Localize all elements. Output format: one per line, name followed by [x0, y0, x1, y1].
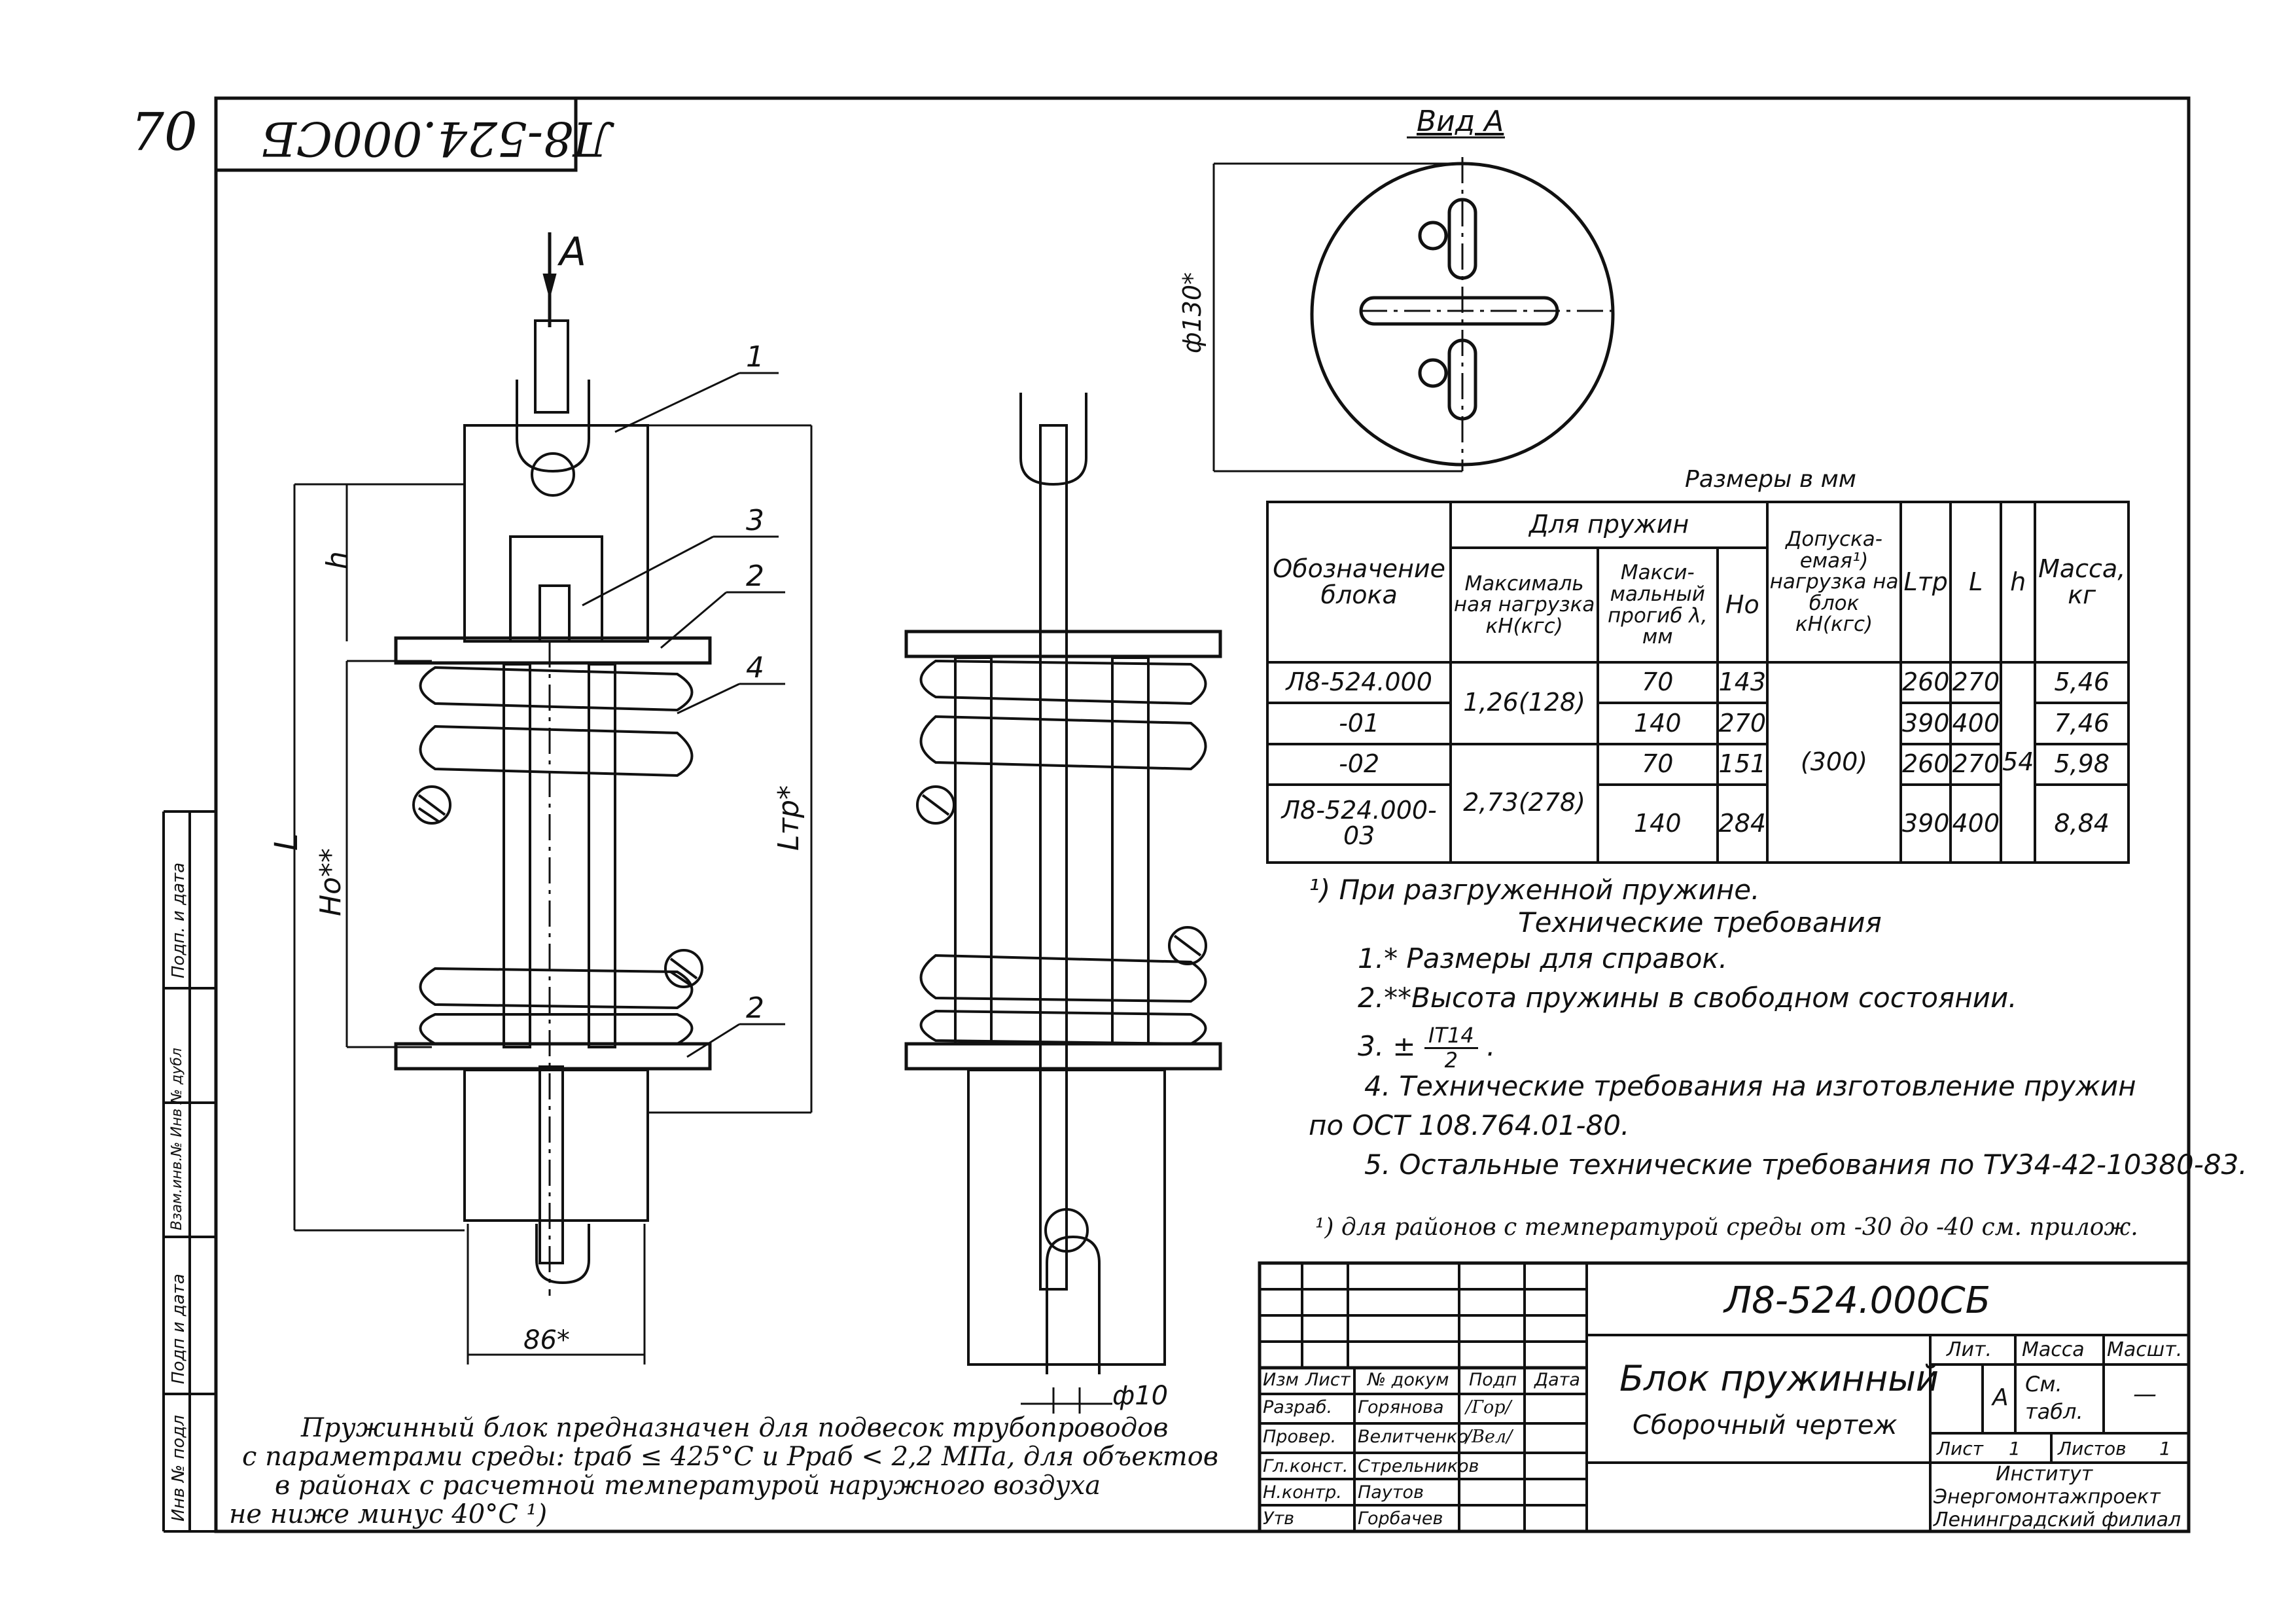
side-stamp-3: Взам.инв.№ Инв № дубл: [169, 1048, 185, 1230]
sheet-label: Лист: [1937, 1438, 1983, 1459]
role-row: Гл.конст.: [1263, 1456, 1349, 1476]
stamp-code: Л8-524.000СБ: [262, 111, 612, 166]
sheet-value: 1: [2009, 1438, 2021, 1459]
dim-h: h: [321, 551, 354, 569]
handwritten-note: ¹) для районов с температурой среды от -…: [1315, 1214, 2138, 1241]
sheets-label: Листов: [2058, 1438, 2127, 1459]
table-row: Л8-524.000 1,26(128) 70 143 (300) 260 27…: [1265, 660, 2130, 864]
org-3: Ленинградский филиал: [1934, 1508, 2181, 1531]
th-group: Для пружин: [1449, 501, 1769, 549]
title-block-grid: [1258, 1261, 2191, 1533]
th-ltp: Lтр: [1899, 501, 1952, 664]
role-row: Провер.: [1263, 1427, 1337, 1447]
footnote: ¹) При разгруженной пружине.: [1309, 874, 1760, 906]
title-code: Л8-524.000СБ: [1724, 1279, 1991, 1322]
role-name: Велитченко: [1358, 1427, 1468, 1447]
scale-value: —: [2133, 1381, 2157, 1408]
note-4-cont: по ОСТ 108.764.01-80.: [1309, 1109, 1630, 1141]
table-row: -01 140 270 390 400 7,46: [1265, 702, 2130, 745]
th-h0: Ho: [1716, 546, 1769, 664]
scale-label: Масшт.: [2107, 1338, 2183, 1361]
title-name: Блок пружинный: [1619, 1358, 1939, 1399]
view-title: Вид А: [1417, 105, 1504, 138]
title-subname: Сборочный чертеж: [1633, 1410, 1898, 1440]
diameter-label: ф130*: [1178, 272, 1207, 353]
note-3: 3. ± IT14 2 .: [1358, 1023, 1496, 1073]
col-sign: Подп: [1469, 1370, 1517, 1390]
callout-2-top: 2: [746, 560, 764, 593]
callout-4: 4: [746, 651, 764, 685]
note-2: 2.**Высота пружины в свободном состоянии…: [1358, 982, 2017, 1014]
side-stamp-1: Инв № подл: [169, 1415, 188, 1522]
role-name: Горянова: [1358, 1397, 1444, 1418]
role-sign: /Гор/: [1466, 1397, 1511, 1418]
th-l: L: [1949, 501, 2003, 664]
col-list: Лист: [1305, 1370, 1351, 1390]
dim-h0: Ho**: [314, 847, 347, 916]
callout-2-bottom: 2: [746, 991, 764, 1025]
note-1: 1.* Размеры для справок.: [1358, 942, 1728, 974]
note-5: 5. Остальные технические требования по Т…: [1364, 1149, 2248, 1181]
role-name: Паутов: [1358, 1482, 1424, 1503]
org-2: Энергомонтажпроект: [1934, 1486, 2161, 1508]
front-view: [293, 232, 813, 1364]
lit-label: Лит.: [1947, 1338, 1992, 1361]
dim-l: L: [268, 833, 305, 851]
sheet-frame: [214, 96, 2191, 1533]
spec-table: Обозначение блока Для пружин Допуска- ем…: [1265, 501, 2130, 865]
lit-value: А: [1992, 1384, 2009, 1411]
side-stamp-4: Подп. и дата: [169, 862, 188, 978]
dim-width: 86*: [523, 1325, 570, 1355]
tech-title: Технические требования: [1518, 906, 1882, 938]
tolerance-fraction: IT14 2: [1424, 1024, 1478, 1072]
side-view: [904, 393, 1222, 1414]
role-row: Разраб.: [1263, 1397, 1333, 1418]
th-designation: Обозначение блока: [1265, 501, 1453, 664]
dim-ltp: Lтр*: [772, 785, 805, 851]
side-stamp-2: Подп и дата: [169, 1274, 188, 1384]
th-mass: Масса, кг: [2034, 501, 2130, 664]
role-name: Стрельников: [1358, 1456, 1479, 1476]
col-date: Дата: [1534, 1370, 1580, 1390]
note-4: 4. Технические требования на изготовлени…: [1364, 1070, 2136, 1102]
role-name: Горбачев: [1358, 1508, 1443, 1529]
table-row: -02 2,73(278) 70 151 260 270 5,98: [1265, 742, 2130, 865]
stamp-code-box: [214, 96, 578, 172]
purpose-text: Пружинный блок предназначен для подвесок…: [229, 1413, 1219, 1529]
callout-1: 1: [746, 340, 764, 374]
page-number: 70: [131, 101, 198, 162]
col-izm: Изм: [1263, 1370, 1299, 1390]
view-marker: А: [559, 229, 587, 275]
dim-rod: ф10: [1112, 1381, 1169, 1411]
th-max-deflection: Макси- мальный прогиб λ, мм: [1596, 546, 1719, 664]
th-allowed-load: Допуска- емая¹) нагрузка на блок кН(кгс): [1766, 501, 1902, 664]
role-sign: /Вел/: [1466, 1427, 1513, 1447]
sheets-value: 1: [2159, 1438, 2171, 1459]
table-row: Л8-524.000-03 140 284 390 400 8,84: [1265, 783, 2130, 865]
th-max-load: Максималь ная нагрузка кН(кгс): [1449, 546, 1599, 664]
role-row: Н.контр.: [1263, 1482, 1342, 1503]
th-h: h: [2000, 501, 2037, 664]
mass-value: См. табл.: [2025, 1372, 2083, 1424]
mass-label: Масса: [2022, 1338, 2085, 1361]
units-note: Размеры в мм: [1685, 466, 1856, 493]
col-doc: № докум: [1368, 1370, 1449, 1390]
org-1: Институт: [1996, 1463, 2093, 1486]
callout-3: 3: [746, 504, 764, 537]
role-row: Утв: [1263, 1508, 1295, 1529]
view-a: [1212, 136, 1616, 473]
